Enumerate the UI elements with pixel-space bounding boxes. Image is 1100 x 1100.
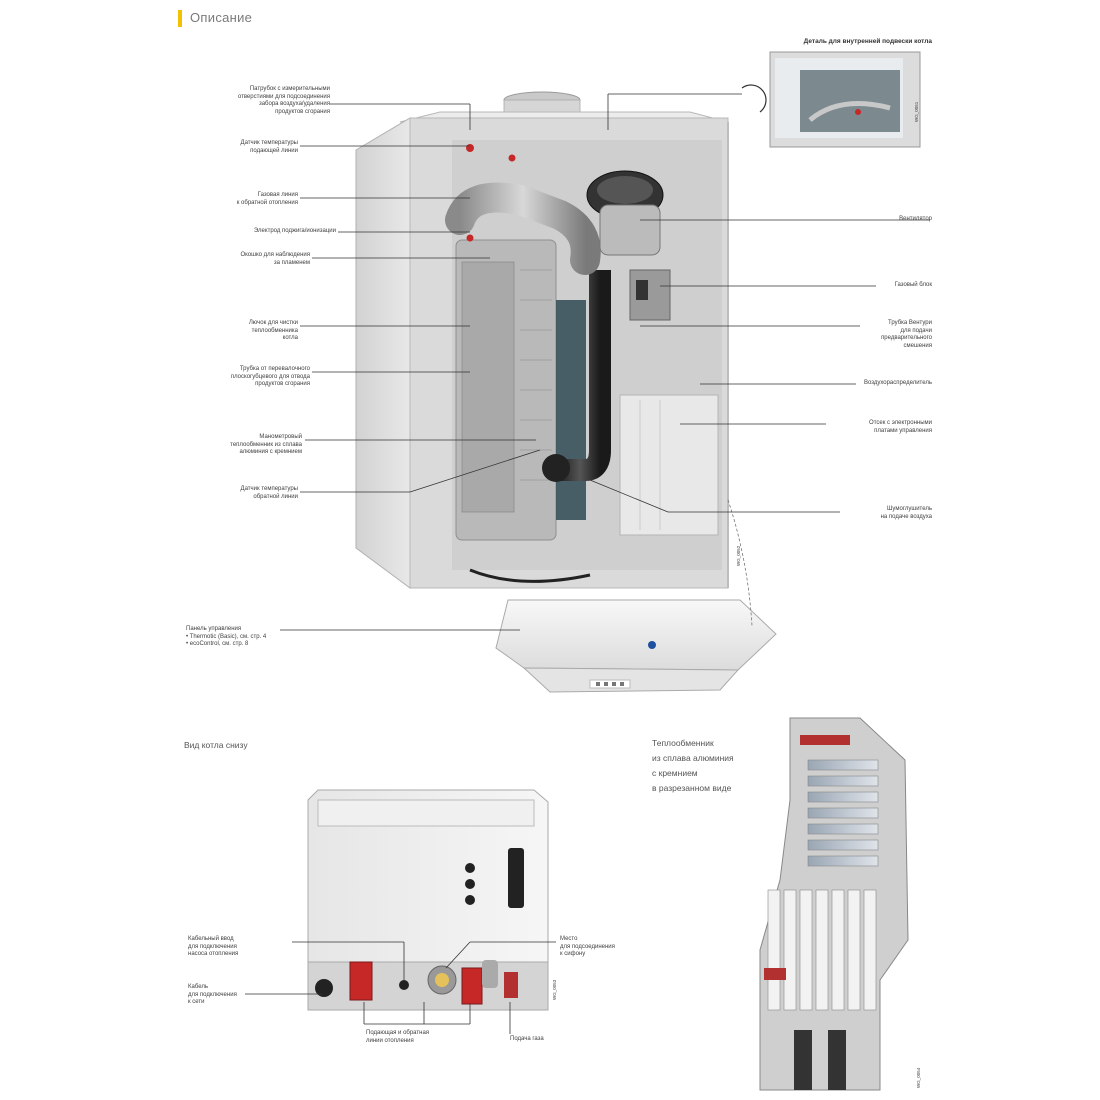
label-fan: Вентилятор xyxy=(899,216,932,222)
code-exchanger: WG_0054 xyxy=(916,1067,921,1088)
label-flue-connector: Патрубок с измерительными отверстиями дл… xyxy=(237,86,330,115)
label-flow-temp-sensor: Датчик температуры подающей линии xyxy=(240,140,298,154)
label-return-temp-sensor: Датчик температуры обратной линии xyxy=(240,486,298,500)
code-detail: WG_0051 xyxy=(914,101,919,122)
leader-lines xyxy=(245,93,930,1034)
label-ignition-electrode: Электрод поджига/ионизации xyxy=(253,228,336,234)
label-electronics-compartment: Отсек с электронными платами управления xyxy=(869,420,932,434)
label-siphon-connection: Место для подсоединения к сифону xyxy=(560,936,615,957)
mounting-detail-inset xyxy=(741,51,921,148)
bottom-view-illustration xyxy=(307,789,549,1011)
header-accent-bar xyxy=(178,10,182,27)
label-flame-window: Окошко для наблюдения за пламенем xyxy=(240,252,310,266)
bottom-view-caption: Вид котла снизу xyxy=(184,740,248,750)
page-title: Описание xyxy=(190,10,253,25)
exchanger-caption: Теплообменник из сплава алюминия с кремн… xyxy=(652,738,734,793)
label-heating-lines: Подающая и обратная линии отопления xyxy=(366,1030,430,1044)
code-main: WG_0052 xyxy=(736,545,741,566)
label-gas-block: Газовый блок xyxy=(894,282,932,288)
boiler-main-view xyxy=(355,91,777,693)
label-air-silencer: Шумоглушитель на подаче воздуха xyxy=(880,506,932,520)
label-air-distributor: Воздухораспределитель xyxy=(863,380,932,386)
label-gas-line: Газовая линия к обратной отопления xyxy=(236,192,298,206)
label-control-panel: Панель управления • Thermotic (Basic), с… xyxy=(186,626,267,647)
label-cleaning-hatch: Лючок для чистки теплообменника котла xyxy=(248,320,298,341)
code-bottom: WG_0053 xyxy=(552,979,557,1000)
label-venturi-tube: Трубка Вентури для подачи предварительно… xyxy=(881,320,932,349)
heat-exchanger-cutaway xyxy=(759,717,909,1091)
label-heat-exchanger: Манометровый теплообменник из сплава алю… xyxy=(230,434,302,455)
label-pump-cable-entry: Кабельный ввод для подключения насоса от… xyxy=(188,936,239,957)
label-exhaust-tube: Трубка от перевалочного плоскогубцевого … xyxy=(230,366,310,387)
label-gas-supply: Подача газа xyxy=(510,1036,544,1042)
detail-title: Деталь для внутренней подвески котла xyxy=(803,38,932,45)
label-power-cable: Кабель для подключения к сети xyxy=(188,984,237,1005)
